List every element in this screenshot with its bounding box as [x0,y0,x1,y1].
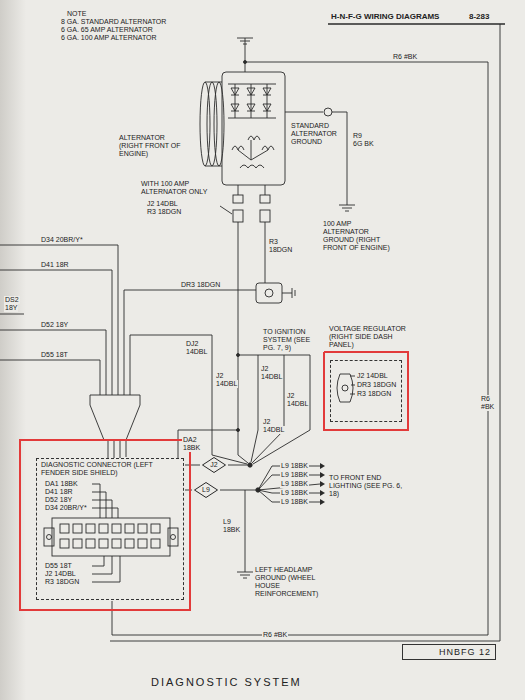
wire-label: DJ2 [185,340,199,348]
page-caption: DIAGNOSTIC SYSTEM [150,676,303,688]
reference-note: TO FRONT END LIGHTING (SEE PG. 6, 18) [328,474,404,498]
wire-label: D41 18R [40,261,70,269]
box-label: L9 [202,486,210,494]
wire-label: 18BK [222,526,241,534]
wire-label: L9 18BK [280,489,309,497]
wire-label: R3 18DGN [356,390,392,398]
wire-label: R9 [352,132,363,140]
component-label: LEFT HEADLAMP GROUND (WHEEL HOUSE REINFO… [254,566,336,598]
note-heading: NOTE [66,10,87,18]
note-label: WITH 100 AMP ALTERNATOR ONLY [140,180,220,196]
connector-box: DIAGNOSTIC CONNECTOR (LEFT FENDER SIDE S… [36,458,184,600]
wire-label: 6 GA. 65 AMP ALTERNATOR [60,26,154,34]
wire-label: DR3 18DGN [356,381,397,389]
box-heading: VOLTAGE REGULATOR (RIGHT SIDE DASH PANEL… [329,325,407,349]
wire-label: L9 18BK [280,471,309,479]
splice-diamond: J2 [202,457,226,473]
wire-label: R3 [268,238,279,246]
wire-label: 14DBL [260,373,283,381]
wire-label: J2 [262,418,271,426]
wire-label: L9 18BK [280,462,309,470]
wire-label: D34 20BR/Y* [44,504,88,512]
box-label: HNBFG 12 [439,647,491,657]
wire-label: DA1 18BK [44,480,79,488]
wire-label: R6 #BK [262,631,288,639]
wire-label: D34 20BR/Y* [40,236,84,244]
wire-label: D55 18T [40,351,69,359]
wire-label: R3 18DGN [44,578,80,586]
wire-label: J2 14DBL [146,200,179,208]
regulator-box: VOLTAGE REGULATOR (RIGHT SIDE DASH PANEL… [330,360,402,422]
wire-label: D41 18R [44,488,74,496]
wire-label: DA2 [182,436,198,444]
wire-label: J2 [215,372,224,380]
box-heading: DIAGNOSTIC CONNECTOR (LEFT FENDER SIDE S… [41,461,161,477]
wire-label: DS2 [4,296,20,304]
component-label: 100 AMP ALTERNATOR GROUND (RIGHT FRONT O… [322,220,396,252]
wire-label: R6 #BK [392,53,418,61]
wire-label: 18Y [4,304,18,312]
wire-label: J2 14DBL [44,570,77,578]
wire-label: 6G BK [352,140,375,148]
red-highlight [20,440,190,610]
wire-label: 14DBL [185,348,208,356]
wire-label: R6 #BK [480,395,498,411]
wire-label: 18DGN [268,246,293,254]
wire-label: 18BK [182,444,201,452]
harness-grommet [90,395,140,440]
wire-label: J2 14DBL [356,372,389,380]
wire-label: L9 [222,518,232,526]
box-label: J2 [210,461,217,469]
component-label: ALTERNATOR (RIGHT FRONT OF ENGINE) [118,134,182,158]
reference-note: TO IGNITION SYSTEM (SEE PG. 7, 9) [262,328,324,352]
page-gutter [0,0,26,700]
page-code-box: HNBFG 12 [402,644,496,660]
wire-label: L9 18BK [280,480,309,488]
wire-label: 14DBL [286,400,309,408]
wire-label: 6 GA. 100 AMP ALTERNATOR [60,34,158,42]
wire-label: 14DBL [215,380,238,388]
wire-label: DR3 18DGN [180,281,221,289]
wire-label: D55 18T [44,562,73,570]
stator-coils [232,136,274,168]
page-number: 8-283 [468,12,490,21]
wire-label: 8 GA. STANDARD ALTERNATOR [60,18,167,26]
diode-bridge [228,84,276,118]
wire-label: D52 18Y [40,321,69,329]
wire-label: J2 [286,392,295,400]
component-label: STANDARD ALTERNATOR GROUND [290,122,336,146]
wire-label: J2 [260,365,269,373]
wire-label: L9 18BK [280,498,309,506]
red-highlight [324,352,408,430]
splice-diamond: L9 [194,482,218,498]
wire-label: D52 18Y [44,496,73,504]
wire-label: R3 18DGN [146,208,182,216]
wire-label: 14DBL [262,426,285,434]
page-heading: H-N-F-G WIRING DIAGRAMS [330,12,440,21]
